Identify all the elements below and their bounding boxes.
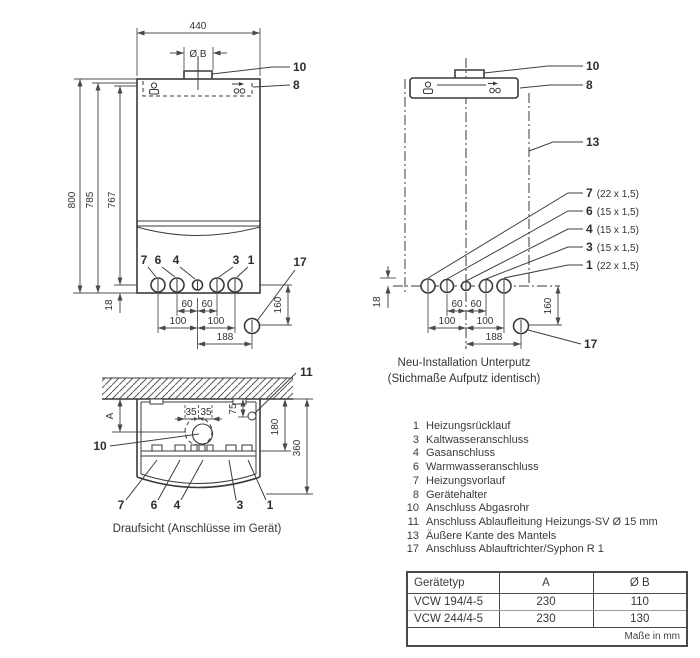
dim-100-left: 100 — [170, 316, 187, 327]
boiler-front-outline — [136, 78, 261, 294]
rear-view: 10 8 13 7(22 x 1,5) 6(15 x 1,5) 4(15 x 1… — [372, 58, 639, 385]
casing-bottom-curve — [136, 226, 261, 236]
dim-A: A — [105, 412, 116, 419]
top-view: 35 35 A 75 11 180 360 10 7 6 4 3 1 — [93, 365, 313, 535]
pipe-callout-6: 6(15 x 1,5) — [586, 204, 639, 218]
mounting-bracket — [409, 77, 519, 99]
flue-circle — [191, 423, 214, 445]
callout-7: 7 — [141, 253, 148, 267]
units-note: Maße in mm — [624, 631, 680, 642]
dim-35-left: 35 — [185, 407, 197, 418]
sv-drain-connection — [247, 411, 257, 421]
table-footer-row: Maße in mm — [407, 628, 687, 647]
dim-60-left: 60 — [181, 299, 193, 310]
rear-view-caption-line2: (Stichmaße Aufputz identisch) — [388, 373, 541, 385]
table-row: VCW 244/4-5 230 130 — [406, 610, 688, 628]
dim-440: 440 — [190, 21, 207, 32]
col-geraetetyp: Gerätetyp — [406, 572, 500, 594]
callout-10: 10 — [293, 60, 307, 74]
callout-1: 1 — [267, 498, 274, 512]
callout-8: 8 — [293, 78, 300, 92]
callout-8: 8 — [586, 78, 593, 92]
bracket-dashed-outline — [142, 81, 253, 97]
callout-4: 4 — [173, 253, 180, 267]
pipe-callout-4: 4(15 x 1,5) — [586, 222, 639, 236]
pipe-callout-1: 1(22 x 1,5) — [586, 258, 639, 272]
dim-800: 800 — [67, 191, 78, 208]
col-ob: Ø B — [592, 572, 688, 594]
pipe-callouts: 7(22 x 1,5) 6(15 x 1,5) 4(15 x 1,5) 3(15… — [427, 186, 639, 282]
callout-13: 13 — [586, 135, 600, 149]
dim-160: 160 — [543, 297, 554, 314]
dim-flue-diameter: Ø B — [189, 49, 207, 60]
callout-17: 17 — [293, 255, 307, 269]
dim-100-right: 100 — [208, 316, 225, 327]
callout-7: 7 — [118, 498, 125, 512]
dim-160: 160 — [273, 296, 284, 313]
dim-188: 188 — [486, 332, 503, 343]
dim-785: 785 — [85, 191, 96, 208]
dim-60-right: 60 — [201, 299, 213, 310]
front-view: 440 Ø B 10 8 800 785 767 — [67, 21, 307, 349]
front-panel-curve — [136, 476, 261, 489]
pipe-callout-3: 3(15 x 1,5) — [586, 240, 639, 254]
callout-10: 10 — [93, 439, 107, 453]
dim-188: 188 — [217, 332, 234, 343]
callout-11: 11 — [300, 365, 313, 379]
front-connections — [150, 277, 243, 293]
table-header-row: Gerätetyp A Ø B — [406, 572, 688, 594]
callout-17: 17 — [584, 337, 598, 351]
rear-view-caption-line1: Neu-Installation Unterputz — [398, 357, 531, 369]
pipe-callout-7: 7(22 x 1,5) — [586, 186, 639, 200]
wall-hatch — [102, 378, 293, 399]
callout-3: 3 — [237, 498, 244, 512]
flue-stub — [454, 69, 485, 78]
dim-18: 18 — [104, 299, 115, 311]
top-view-connectors — [151, 444, 253, 452]
callout-4: 4 — [174, 498, 181, 512]
dim-180: 180 — [270, 418, 281, 435]
dim-18: 18 — [372, 296, 383, 308]
dim-60-right: 60 — [470, 299, 482, 310]
dim-767: 767 — [107, 191, 118, 208]
col-a: A — [498, 572, 594, 594]
callout-1: 1 — [248, 253, 255, 267]
device-spec-table: Gerätetyp A Ø B VCW 194/4-5 230 110 VCW … — [406, 571, 688, 647]
rear-connections — [420, 278, 512, 294]
dim-75: 75 — [228, 403, 239, 415]
dim-360: 360 — [292, 439, 303, 456]
callout-3: 3 — [233, 253, 240, 267]
dim-100-right: 100 — [477, 316, 494, 327]
callout-6: 6 — [151, 498, 158, 512]
flue-circle-dashed — [184, 417, 213, 446]
callout-6: 6 — [155, 253, 162, 267]
dim-60-left: 60 — [451, 299, 463, 310]
dim-100-left: 100 — [439, 316, 456, 327]
callout-10: 10 — [586, 59, 600, 73]
table-row: VCW 194/4-5 230 110 — [406, 593, 688, 611]
top-view-caption: Draufsicht (Anschlüsse im Gerät) — [113, 523, 282, 535]
dim-35-right: 35 — [200, 407, 212, 418]
